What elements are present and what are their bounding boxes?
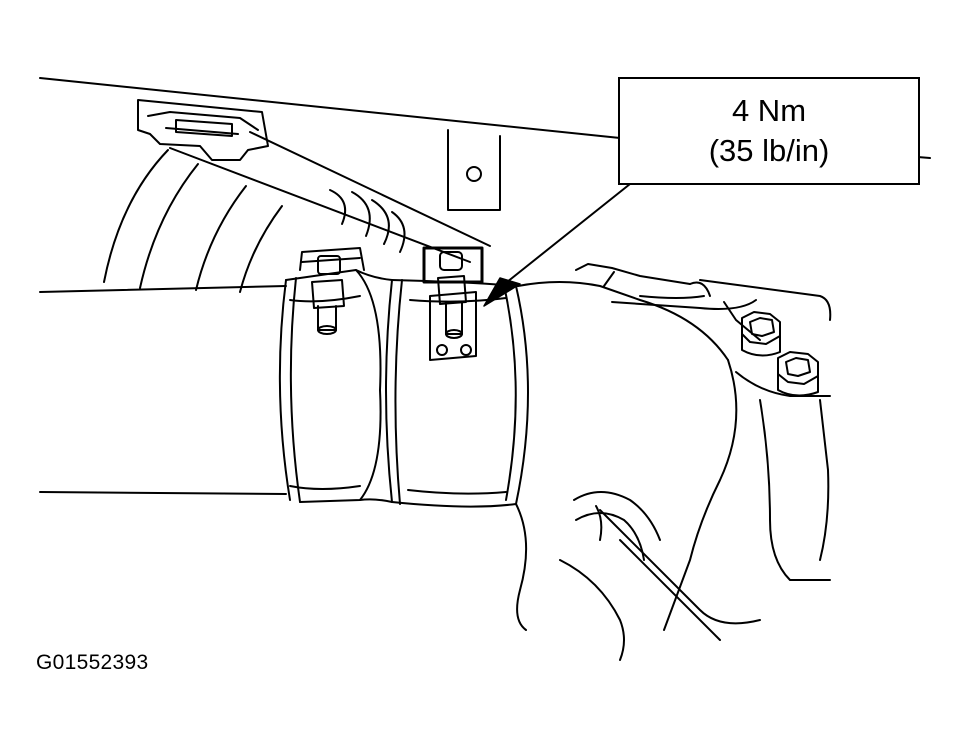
background-hose xyxy=(104,150,282,292)
flange-bolt-upper xyxy=(742,312,780,356)
torque-metric-label: 4 Nm xyxy=(731,93,807,128)
torque-imperial-label: (35 lb/in) xyxy=(708,133,830,168)
tie-rod xyxy=(170,132,490,262)
torque-callout-box: 4 Nm (35 lb/in) xyxy=(618,77,920,185)
hose-clamp-left xyxy=(290,248,364,489)
flange-bolt-lower xyxy=(778,352,818,396)
figure-id-label: G01552393 xyxy=(36,651,149,674)
intake-manifold xyxy=(516,264,830,660)
retaining-clip xyxy=(138,100,268,160)
coupler-hose xyxy=(280,270,528,507)
air-duct-tube xyxy=(40,286,286,494)
callout-leader xyxy=(484,184,630,306)
hose-clamp-right xyxy=(408,248,506,494)
